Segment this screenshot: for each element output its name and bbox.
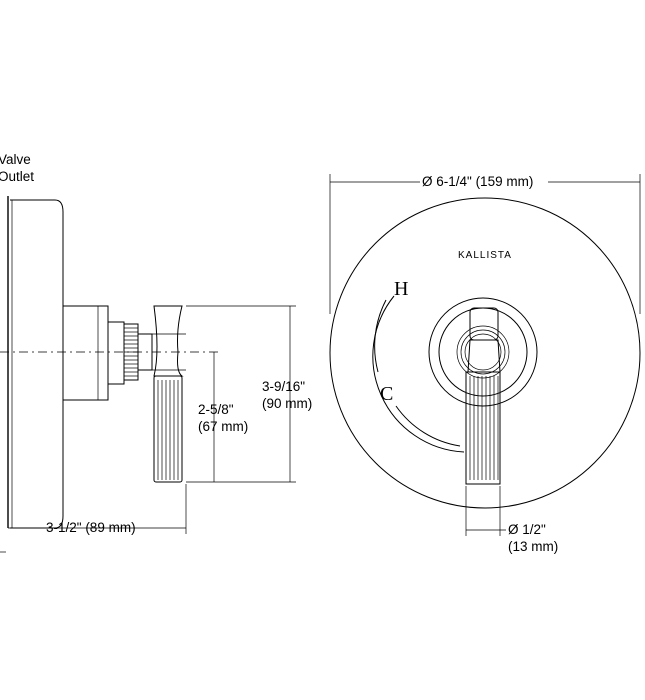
dim-lever-label-a: 2-5/8"	[198, 402, 234, 417]
cold-indicator: C	[380, 383, 393, 405]
hub-ring-5	[464, 333, 502, 371]
escutcheon-plate	[329, 197, 641, 509]
front-lever-handle	[465, 371, 501, 485]
dim-lever-label-b: (67 mm)	[198, 419, 248, 434]
front-lever-top	[469, 307, 499, 341]
hub-ring-2	[438, 307, 528, 397]
dim-depth-label: 3-1/2" (89 mm)	[46, 520, 136, 535]
dim-height-label-b: (90 mm)	[262, 396, 312, 411]
escutcheon-profile	[10, 199, 64, 529]
temp-arc-outer	[372, 295, 465, 453]
lever-handle	[153, 375, 183, 483]
front-lever-flutes	[469, 376, 499, 480]
temp-arc-inner-2	[395, 405, 461, 447]
dim-handle-label-a: Ø 1/2"	[508, 522, 546, 537]
brand-logo: KALLISTA	[458, 250, 512, 261]
front-view: Ø 6-1/4" (159 mm) KALLISTA H C	[329, 172, 641, 554]
valve-label: Valve	[0, 152, 31, 167]
side-view: Valve Outlet	[0, 152, 312, 553]
dim-diam-label: Ø 6-1/4" (159 mm)	[422, 174, 533, 189]
hub-ring-3	[456, 325, 510, 379]
hot-indicator: H	[394, 278, 408, 300]
dim-height-label-a: 3-9/16"	[262, 379, 305, 394]
dim-handle-label-b: (13 mm)	[508, 539, 558, 554]
lever-flutes	[157, 380, 179, 480]
dim-diam-label-bg	[420, 172, 548, 190]
hub-ring-4	[460, 329, 506, 375]
hub-body	[62, 305, 109, 401]
outlet-label: Outlet	[0, 169, 34, 184]
hub-ring-outer	[428, 297, 538, 407]
temp-arc-inner	[374, 299, 387, 373]
lever-head	[153, 305, 184, 377]
hub-step	[107, 321, 125, 385]
